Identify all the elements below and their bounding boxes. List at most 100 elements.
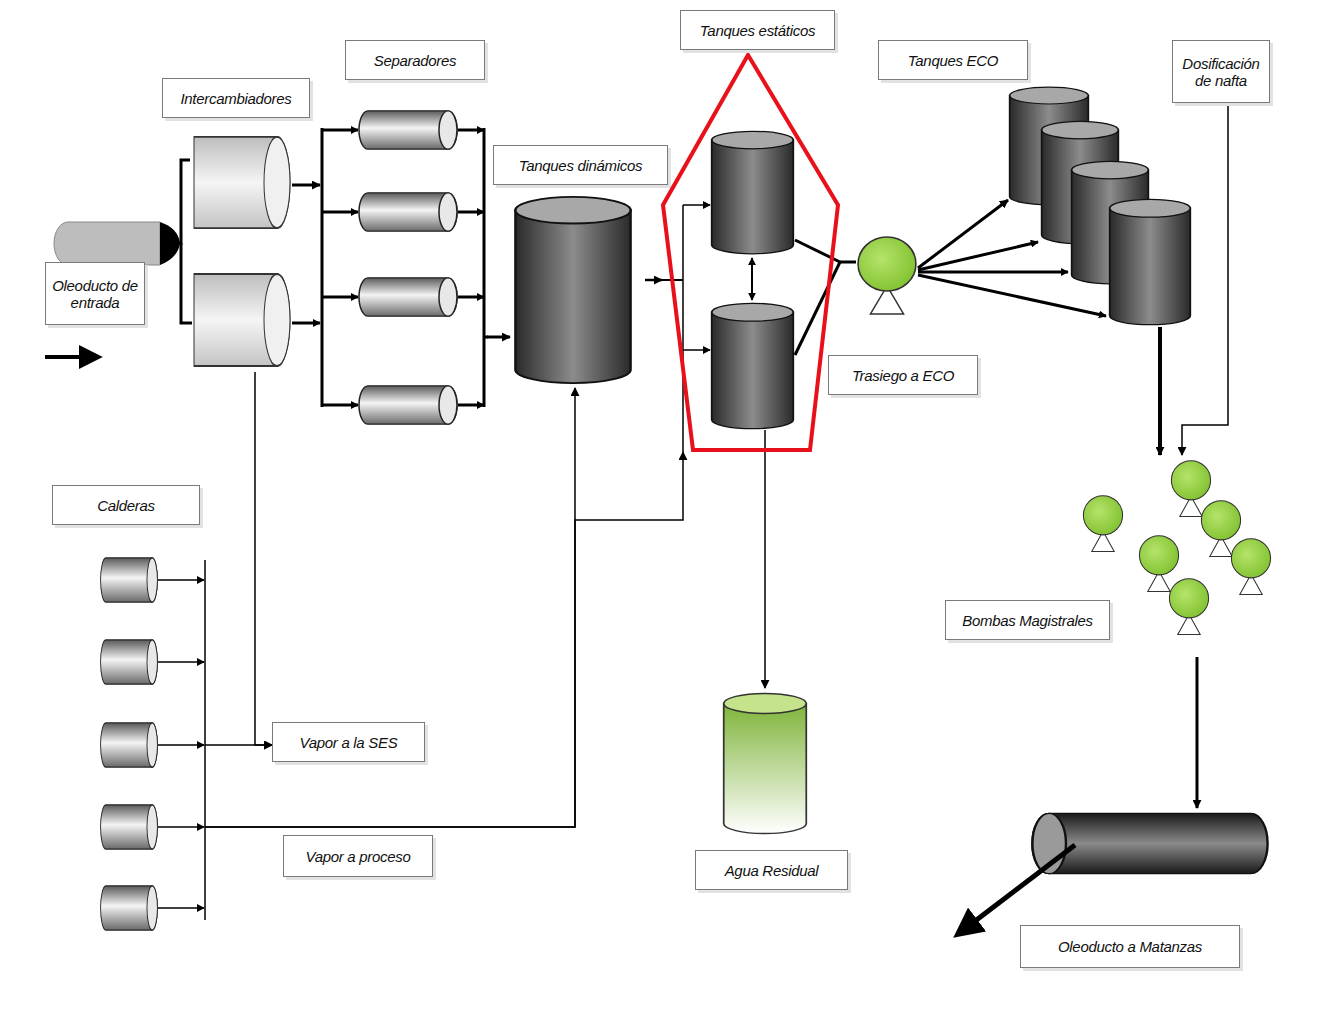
equipment-label: Intercambiadores: [162, 78, 310, 118]
flow-arrow: [322, 296, 358, 299]
equipment-group: Oleoducto de entrada: [40, 220, 178, 328]
wastewater-tank: [724, 693, 807, 833]
highlight-pentagon: [663, 55, 838, 450]
flow-connector: [178, 160, 190, 243]
pump-symbol: [1171, 461, 1210, 517]
flow-connector: [764, 452, 766, 688]
inlet-pipe: [45, 222, 180, 357]
equipment-label: Tanques dinámicos: [493, 145, 668, 185]
manifold-line: [483, 128, 486, 407]
equipment-label: Bombas Magistrales: [945, 600, 1110, 640]
separator-shape: [359, 386, 457, 424]
boiler-shape: [101, 886, 158, 930]
manifold-line: [321, 128, 324, 407]
flow-arrow: [458, 129, 484, 132]
separator-shape: [359, 111, 457, 149]
flow-connector: [645, 279, 662, 282]
boiler-shape: [101, 640, 158, 684]
equipment-group: Vapor a proceso: [283, 835, 433, 877]
flow-arrow: [458, 296, 484, 299]
equipment-group: Trasiego a ECO: [856, 236, 918, 316]
equipment-group: Tanques dinámicos: [510, 145, 645, 388]
separators: [322, 128, 488, 407]
flow-arrow: [458, 211, 484, 214]
flow-connector: [205, 452, 683, 827]
equipment-group: Tanques ECO: [1008, 40, 1192, 327]
boilers: [101, 558, 205, 930]
equipment-label: Dosificación de nafta: [1172, 40, 1270, 103]
flow-arrow: [322, 129, 358, 132]
equipment-group: Separadores: [320, 40, 487, 432]
suction-line: [795, 262, 840, 355]
separator-shape: [359, 193, 457, 231]
flow-arrow: [158, 744, 204, 746]
flow-arrow: [322, 211, 358, 214]
flow-connector: [840, 261, 856, 264]
dynamic-tank: [515, 197, 630, 383]
equipment-label: Oleoducto a Matanzas: [1020, 925, 1240, 968]
equipment-group: Dosificación de nafta: [1172, 40, 1270, 103]
static-tank: [712, 131, 794, 254]
boiler-shape: [101, 723, 158, 767]
flow-connector: [292, 184, 320, 187]
branch-line: [181, 243, 192, 323]
equipment-group: Bombas Magistrales: [1080, 455, 1275, 657]
equipment-group: Tanques estáticos: [662, 55, 840, 452]
transfer-arrow: [751, 258, 753, 300]
equipment-label: Separadores: [345, 40, 485, 80]
flow-arrow: [918, 271, 1068, 274]
flow-arrow: [683, 204, 710, 206]
flow-arrow: [158, 661, 204, 663]
flow-connector: [487, 336, 510, 339]
flow-connector: [255, 372, 272, 745]
flow-connector: [918, 200, 1008, 268]
exchanger-shape: [194, 137, 290, 228]
flow-arrow: [158, 579, 204, 581]
equipment-label: Tanques ECO: [878, 40, 1028, 80]
group-outline: [662, 55, 840, 452]
flow-arrow: [918, 275, 1106, 316]
boiler-shape: [101, 558, 158, 602]
pipeline-shape: [1032, 813, 1267, 873]
equipment-group: Calderas: [50, 485, 205, 922]
pump-symbol: [1169, 579, 1208, 635]
boiler-shape: [101, 805, 158, 849]
flow-connector: [1196, 657, 1199, 808]
flow-connector: [1182, 103, 1228, 455]
flow-connector: [205, 388, 575, 827]
feed-line: [682, 205, 684, 452]
equipment-label: Vapor a la SES: [272, 722, 425, 762]
equipment-label: Trasiego a ECO: [828, 355, 978, 395]
pump-symbol: [1139, 536, 1178, 592]
pump-symbol: [1083, 496, 1122, 552]
equipment-label: Tanques estáticos: [680, 10, 835, 50]
flow-arrow: [158, 826, 204, 828]
flow-arrow: [322, 404, 358, 407]
equipment-group: Oleoducto a Matanzas: [1030, 808, 1272, 970]
equipment-group: Agua Residual: [722, 688, 808, 892]
heat-exchangers: [181, 137, 320, 366]
flow-arrow: [45, 355, 98, 359]
eco-tanks: [918, 87, 1190, 325]
pipe-body: [54, 222, 160, 265]
separator-shape: [359, 278, 457, 316]
pipe-cap: [160, 222, 180, 265]
static-tank: [712, 303, 794, 428]
flow-arrow: [683, 349, 710, 351]
equipment-group: Intercambiadores: [190, 78, 292, 372]
equipment-label: Vapor a proceso: [283, 835, 433, 877]
equipment-label: Oleoducto de entrada: [45, 262, 145, 325]
outlet-pipeline: [958, 813, 1268, 934]
flow-arrow: [958, 845, 1075, 934]
equipment-label: Calderas: [52, 485, 200, 525]
flow-arrow: [158, 907, 204, 909]
transfer-pump: [858, 237, 916, 314]
pump-symbol: [1231, 539, 1270, 595]
flow-connector: [1158, 327, 1162, 455]
main-pumps: [1083, 461, 1270, 635]
equipment-group: Vapor a la SES: [272, 722, 425, 762]
exchanger-shape: [194, 274, 290, 366]
separator-vessels: [359, 111, 457, 424]
eco-tank: [1110, 199, 1191, 324]
